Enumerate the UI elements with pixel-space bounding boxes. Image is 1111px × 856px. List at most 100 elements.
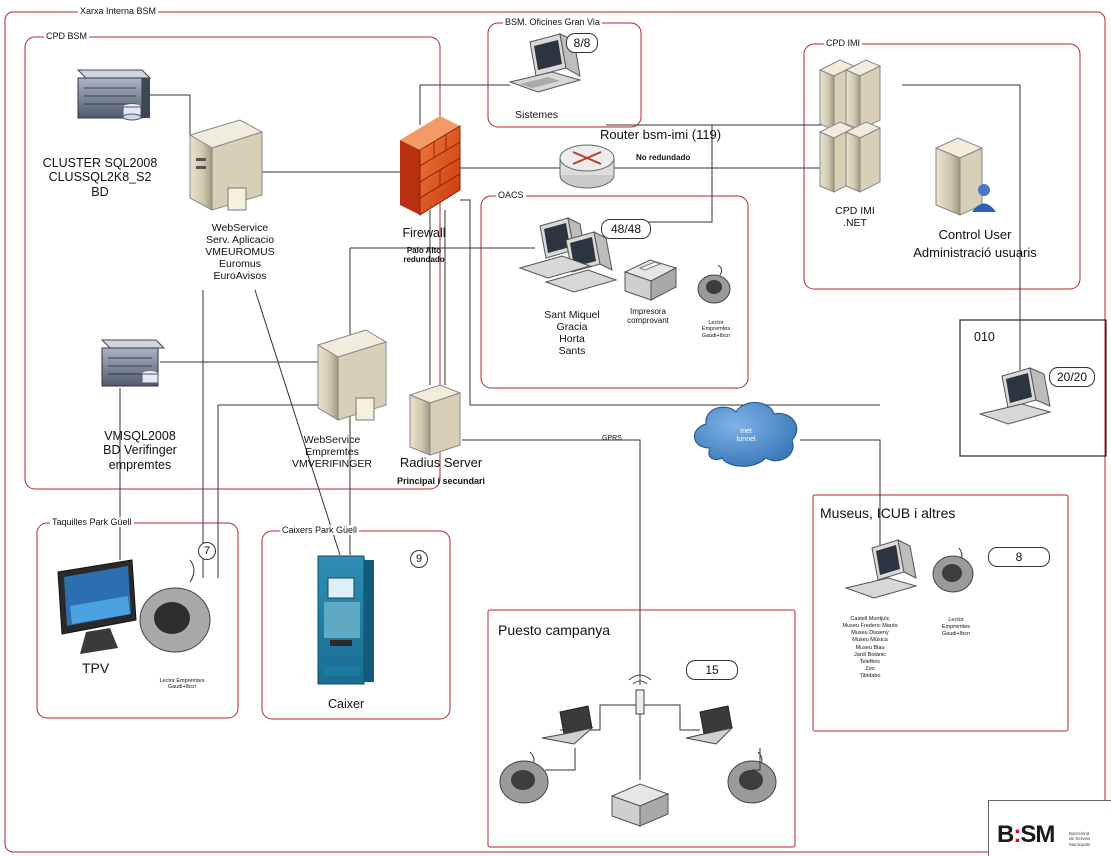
firewall-sub-line-1: Palo Alto xyxy=(406,246,442,255)
wireless-access-point-icon xyxy=(628,674,652,715)
webservice-app-line-2: Serv. Aplicacio xyxy=(205,234,275,247)
museus-workstation-icon xyxy=(844,539,918,599)
link-puesto-right xyxy=(640,704,700,731)
router-label: Router bsm-imi (119) xyxy=(600,127,722,142)
cluster-sql-label: CLUSTER SQL2008 CLUSSQL2K8_S2 BD xyxy=(43,156,158,199)
fingerprint-reader-oacs-icon xyxy=(697,264,731,304)
puesto-printer-icon xyxy=(610,783,670,827)
oacs-sites-label: Sant Miquel Gracia Horta Sants xyxy=(544,309,599,357)
tpv-label: TPV xyxy=(82,660,110,676)
vmsql-line-2: BD Verifinger xyxy=(103,443,177,458)
puesto-frame xyxy=(487,609,796,848)
museus-site-4: Museu Música xyxy=(852,637,888,644)
group-title-010: 010 xyxy=(974,330,995,344)
impresora-label: Impresora comprovant xyxy=(627,307,669,325)
badge-oacs: 48/48 xyxy=(601,219,651,239)
inet-line-2: tunnel xyxy=(736,436,756,444)
link-cluster-ws xyxy=(148,94,191,135)
museus-site-5: Museu Blau xyxy=(855,644,885,651)
control-user-line-2: Administració usuaris xyxy=(913,244,1037,260)
bsm-logo-mark: B:SM xyxy=(997,821,1055,848)
fingerprint-reader-puesto-right-icon xyxy=(727,751,777,804)
lector-taquilles-label: Lector Empremtes Gaudi+Ibcn xyxy=(160,678,205,691)
cluster-sql-line-2: CLUSSQL2K8_S2 xyxy=(48,170,152,185)
lector-taquilles-line-2: Gaudi+Ibcn xyxy=(167,684,197,691)
museus-site-6: Jardí Botànic xyxy=(853,651,887,658)
link-ws-radius xyxy=(254,289,341,556)
oacs-site-4: Sants xyxy=(558,345,586,358)
museus-site-7: Telefèric xyxy=(859,658,881,665)
cpd-imi-servers-icon xyxy=(818,59,882,193)
firewall-sub-line-2: redundado xyxy=(403,255,445,265)
cpd-imi-label: CPD IMI .NET xyxy=(835,205,875,229)
group-title-taquilles: Taquilles Park Güell xyxy=(50,517,134,528)
tpv-terminal-icon xyxy=(57,559,137,654)
bsm-logo: B:SM Barcelona de Serveis Municipals xyxy=(988,800,1111,856)
cluster-sql-line-3: BD xyxy=(91,184,109,199)
museus-site-8: Zoo xyxy=(865,665,875,672)
lector-oacs-label: Lector Empremtes Gaudi+Ibcn xyxy=(702,320,730,339)
oacs-frame xyxy=(480,195,749,389)
oacs-site-3: Horta xyxy=(559,333,585,346)
museus-site-3: Museu Disseny xyxy=(851,630,889,637)
webservice-emp-label: WebService Empremtes VMVERIFINGER xyxy=(292,434,372,470)
museus-sites-label: Castell Montjuïc Museu Frederic Marès Mu… xyxy=(842,616,897,680)
badge-puesto: 15 xyxy=(686,660,738,680)
inet-label: Inet tunnel xyxy=(736,428,755,444)
radius-label: Radius Server xyxy=(399,455,483,470)
impresora-line-2: comprovant xyxy=(627,316,669,326)
museus-site-2: Museu Frederic Marès xyxy=(842,623,898,630)
router-sub-label: No redundado xyxy=(636,153,691,162)
lector-museus-label: Lector Empremtes Gaudi+Ibcn xyxy=(942,617,970,638)
group-title-oficines: BSM. Oficines Gran Via xyxy=(503,17,602,28)
link-puesto-reader-left xyxy=(545,748,576,771)
radius-sub-label: Principal i secundari xyxy=(396,476,486,486)
group-title-xarxa: Xarxa Interna BSM xyxy=(78,6,159,17)
router-icon xyxy=(559,144,615,189)
vmsql-label: VMSQL2008 BD Verifinger empremtes xyxy=(103,429,177,472)
oacs-site-1: Sant Miquel xyxy=(544,309,600,321)
fingerprint-reader-taquilles-icon xyxy=(139,559,211,653)
fingerprint-reader-museus-icon xyxy=(932,547,974,593)
badge-010: 20/20 xyxy=(1049,367,1095,387)
lector-museus-line-2: Empremtes xyxy=(941,624,971,631)
badge-taquilles: 7 xyxy=(198,542,216,560)
group-title-cpd-imi: CPD IMI xyxy=(824,38,863,49)
sistemes-workstation-icon xyxy=(508,33,582,93)
link-puesto-reader-right xyxy=(752,748,761,771)
inet-cloud-icon xyxy=(694,402,798,467)
group-title-cpd-bsm: CPD BSM xyxy=(44,31,90,42)
webservice-app-label: WebService Serv. Aplicacio VMEUROMUS Eur… xyxy=(205,222,274,282)
webservice-empremtes-server-icon xyxy=(316,329,388,421)
caixer-kiosk-icon xyxy=(317,555,374,685)
webservice-emp-line-2: Empremtes xyxy=(305,446,359,459)
link-gprs-antenna xyxy=(462,439,641,685)
control-user-line-1: Control User xyxy=(938,227,1012,242)
lector-oacs-line-1: Lector xyxy=(708,320,724,326)
webservice-app-line-4: Euromus xyxy=(218,258,262,271)
group-title-oacs: OACS xyxy=(496,190,526,201)
museus-frame xyxy=(812,494,1069,732)
cpd-imi-line-2: .NET xyxy=(843,217,867,230)
cluster-sql-line-1: CLUSTER SQL2008 xyxy=(42,156,158,170)
line-010-workstation-icon xyxy=(978,367,1052,425)
museus-site-9: Tibidabo xyxy=(859,673,881,680)
webservice-emp-line-1: WebService xyxy=(303,434,361,446)
link-firewall-sistemes xyxy=(419,84,510,125)
xarxa-interna-frame xyxy=(4,11,1106,853)
museus-site-1: Castell Montjuïc xyxy=(850,616,890,622)
caixer-label: Caixer xyxy=(328,697,365,711)
link-cloud-museus xyxy=(800,439,881,545)
control-user-label: Control User Administració usuaris xyxy=(913,226,1037,261)
firewall-sub-label: Palo Alto redundado xyxy=(403,246,444,264)
gprs-label: GPRS xyxy=(602,435,622,442)
webservice-emp-line-3: VMVERIFINGER xyxy=(292,458,372,471)
webservice-app-line-3: VMEUROMUS xyxy=(205,246,275,259)
lector-museus-line-1: Lector xyxy=(948,617,964,623)
group-title-museus: Museus, ICUB i altres xyxy=(820,505,956,521)
cpd-imi-line-1: CPD IMI xyxy=(835,205,875,217)
vmsql-server-icon xyxy=(100,339,166,387)
oacs-site-2: Gracia xyxy=(556,321,588,334)
